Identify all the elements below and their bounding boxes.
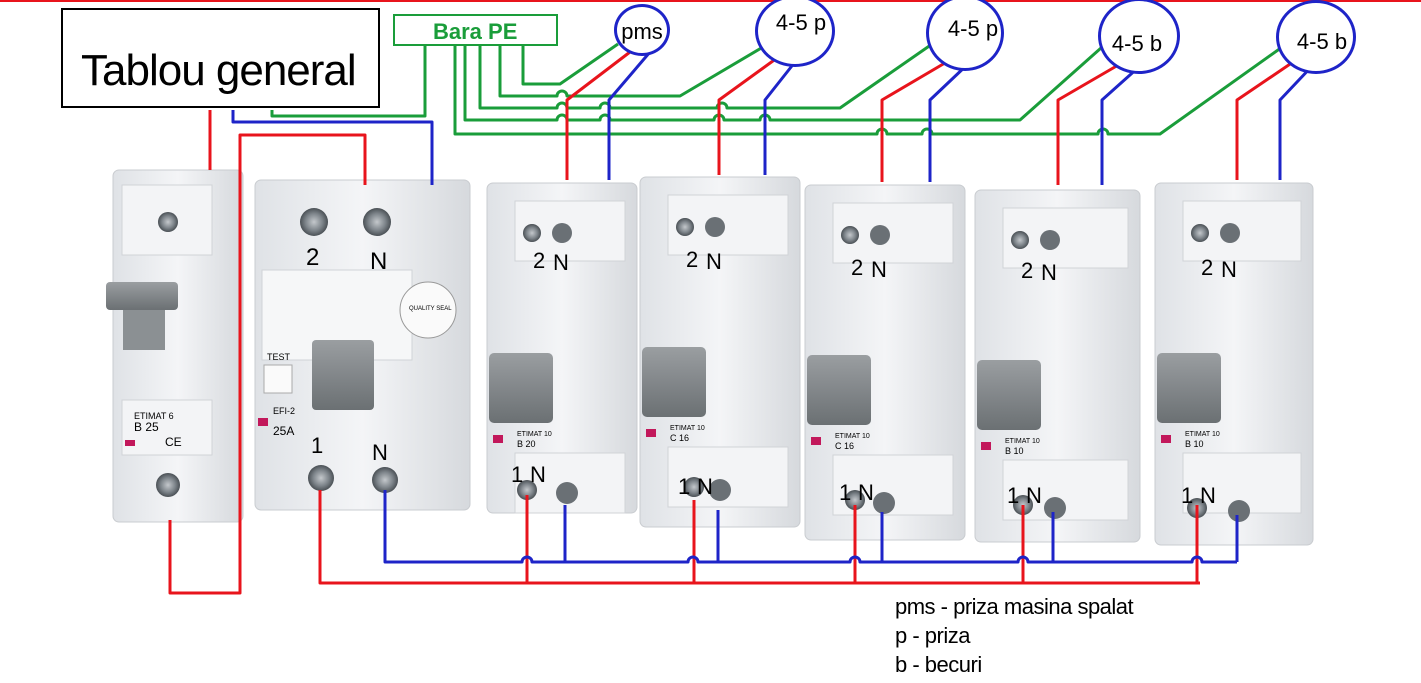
main-breaker-ce-mark: CE bbox=[165, 435, 182, 449]
rcd-terminal-bottom-right: N bbox=[372, 440, 388, 465]
mcb-rating: B 10 bbox=[1185, 439, 1204, 449]
wire-circuit-neutral bbox=[1278, 62, 1316, 180]
wire-earth-b1 bbox=[463, 38, 1111, 122]
wire-earth-b2 bbox=[453, 43, 1286, 136]
mcb-body bbox=[974, 189, 1141, 543]
main-breaker-brand: ETIMAT 6 bbox=[134, 411, 174, 421]
circuit-badge-b1: 4-5 b bbox=[1098, 0, 1180, 74]
legend-line-b: b - becuri bbox=[895, 652, 982, 677]
circuit-badge-p2: 4-5 p bbox=[926, 0, 1004, 71]
mcb-brand: ETIMAT 10 bbox=[1185, 431, 1220, 438]
mcb-brand: ETIMAT 10 bbox=[517, 431, 552, 438]
wire-circuit-phase bbox=[717, 56, 778, 175]
rcd-test-label: TEST bbox=[267, 352, 291, 362]
legend-line-p: p - priza bbox=[895, 623, 970, 648]
mcb-terminal-bottom-left: 1 bbox=[511, 462, 524, 487]
wire-circuit-neutral bbox=[1100, 64, 1142, 185]
rcd-terminal-bottom-left: 1 bbox=[311, 433, 324, 458]
wire-neutral-bus bbox=[383, 490, 1239, 564]
wire-circuit-phase bbox=[880, 58, 951, 182]
mcb-terminal-top-left: 2 bbox=[851, 255, 864, 280]
mcb-brand: ETIMAT 10 bbox=[670, 425, 705, 432]
circuit-badge-label: 4-5 p bbox=[775, 10, 827, 35]
mcb-brand: ETIMAT 10 bbox=[835, 433, 870, 440]
circuit-wires bbox=[565, 50, 1316, 185]
wire-earth-pms bbox=[521, 42, 619, 86]
mcb-terminal-top-right: N bbox=[706, 249, 722, 274]
mcb-terminal-bottom-left: 1 bbox=[1007, 483, 1020, 508]
wire-circuit-neutral bbox=[928, 62, 970, 182]
wire-neutral-feed bbox=[231, 110, 434, 185]
rcd-model: EFI-2 bbox=[273, 406, 296, 416]
pe-bar-box: Bara PE bbox=[393, 14, 558, 46]
mcb-terminal-bottom-left: 1 bbox=[678, 474, 691, 499]
main-panel-title: Tablou general bbox=[81, 46, 357, 95]
circuit-badge-b2: 4-5 b bbox=[1276, 0, 1356, 74]
mcb-brand: ETIMAT 10 bbox=[1005, 438, 1040, 445]
wire-circuit-phase bbox=[565, 50, 631, 180]
rcd-terminal-top-right: N bbox=[370, 248, 388, 275]
mcb-terminal-top-left: 2 bbox=[533, 248, 546, 273]
circuit-badge-label: 4-5 b bbox=[1111, 31, 1163, 56]
wires-layer bbox=[168, 38, 1316, 595]
main-breaker-rating: B 25 bbox=[134, 420, 159, 434]
mcb-body bbox=[486, 182, 638, 514]
mcb-terminal-bottom-right: N bbox=[530, 462, 546, 487]
wire-phase-feed bbox=[168, 110, 367, 595]
pe-bar-label: Bara PE bbox=[433, 19, 518, 44]
mcb-body bbox=[804, 184, 966, 541]
main-panel-box: Tablou general bbox=[61, 8, 380, 108]
rcd-terminal-top-left: 2 bbox=[306, 244, 320, 271]
mcb-terminal-top-right: N bbox=[1041, 260, 1057, 285]
mcb-terminal-top-right: N bbox=[871, 257, 887, 282]
mcb-rating: B 20 bbox=[517, 439, 536, 449]
mcb-terminal-bottom-left: 1 bbox=[1181, 483, 1194, 508]
mcb-terminal-bottom-left: 1 bbox=[839, 480, 852, 505]
mcb-terminal-top-left: 2 bbox=[686, 247, 699, 272]
mcb-rating: B 10 bbox=[1005, 446, 1024, 456]
main-breaker bbox=[106, 169, 244, 523]
wire-circuit-phase bbox=[1056, 62, 1121, 185]
wire-circuit-neutral bbox=[763, 61, 797, 175]
wire-earth-p2 bbox=[478, 40, 936, 110]
mcb-body bbox=[1154, 182, 1314, 546]
wire-earth-feed bbox=[270, 46, 427, 118]
circuit-badge-pms: pms bbox=[614, 4, 670, 56]
circuit-badge-label: 4-5 b bbox=[1296, 29, 1348, 54]
mcb-body bbox=[639, 176, 801, 528]
wire-phase-bus bbox=[318, 490, 1200, 585]
mcb-terminal-top-right: N bbox=[1221, 257, 1237, 282]
circuit-badge-label: pms bbox=[621, 19, 663, 44]
mcb-rating: C 16 bbox=[835, 441, 855, 451]
devices-layer bbox=[106, 169, 1314, 546]
wire-circuit-neutral bbox=[607, 51, 652, 180]
mcb-terminal-top-left: 2 bbox=[1201, 255, 1214, 280]
mcb-terminal-top-left: 2 bbox=[1021, 258, 1034, 283]
rcd-seal-text: QUALITY SEAL bbox=[409, 306, 452, 312]
mcb-terminal-bottom-right: N bbox=[697, 474, 713, 499]
mcb-bodies bbox=[486, 176, 1314, 546]
mcb-terminal-bottom-right: N bbox=[1026, 483, 1042, 508]
mcb-terminal-bottom-right: N bbox=[1200, 483, 1216, 508]
mcb-terminal-top-right: N bbox=[553, 250, 569, 275]
circuit-badge-p1: 4-5 p bbox=[755, 0, 835, 67]
wire-circuit-phase bbox=[1235, 58, 1297, 180]
legend-line-pms: pms - priza masina spalat bbox=[895, 594, 1134, 619]
rcd-device bbox=[254, 179, 471, 511]
wire-earth-p1 bbox=[498, 42, 769, 98]
mcb-rating: C 16 bbox=[670, 433, 690, 443]
mcb-terminal-bottom-right: N bbox=[858, 480, 874, 505]
rcd-rating: 25A bbox=[273, 424, 295, 438]
circuit-badge-label: 4-5 p bbox=[947, 16, 999, 41]
